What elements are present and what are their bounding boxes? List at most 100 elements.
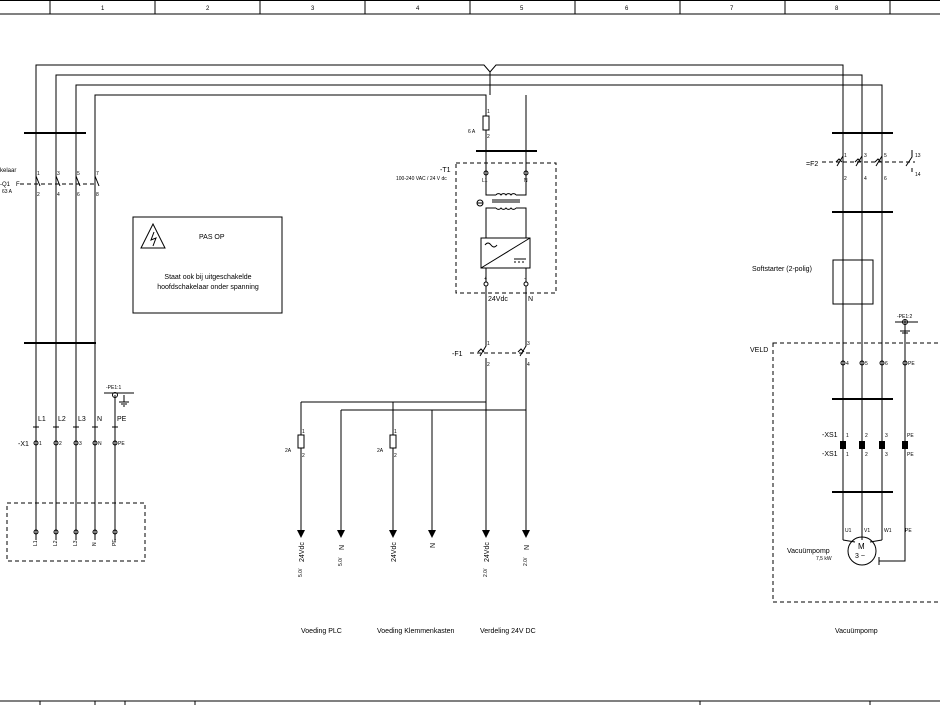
out-fuse-num: 2 bbox=[394, 453, 397, 459]
dc-distribution: 2A 2A 1 2 1 2 24Vdc 5.0/ N 5.0/ 24Vdc N … bbox=[285, 401, 536, 635]
arrow-label: 24Vdc bbox=[299, 542, 306, 562]
warning-line1: Staat ook bij uitgeschakelde bbox=[164, 274, 251, 281]
switch-top-num: 3 bbox=[57, 171, 60, 177]
motor-term: V1 bbox=[864, 528, 870, 534]
q1-tag: -Q1 bbox=[0, 182, 11, 188]
fuse-num: 1 bbox=[487, 109, 490, 115]
f2-bot: 4 bbox=[864, 176, 867, 182]
arrow-ref: 5.0/ bbox=[338, 557, 344, 566]
motor-3: 3 ~ bbox=[855, 553, 865, 560]
x1-tag: -X1 bbox=[18, 441, 29, 448]
arrow-label: N bbox=[524, 545, 531, 550]
veld-term: 4 bbox=[846, 361, 849, 367]
xs1-num: 2 bbox=[865, 452, 868, 458]
q1-rating: 63 A bbox=[2, 189, 13, 195]
x1-term: N bbox=[98, 441, 102, 447]
veld-term: PE bbox=[908, 361, 915, 367]
f1-num: 3 bbox=[527, 341, 530, 347]
column-number: 4 bbox=[416, 6, 420, 12]
f1-tag: -F1 bbox=[452, 351, 463, 358]
phase-label: PE bbox=[117, 416, 127, 423]
column-number: 1 bbox=[101, 6, 105, 12]
f2-bot: 2 bbox=[844, 176, 847, 182]
phase-label: L2 bbox=[58, 416, 66, 423]
switch-bot-num: 4 bbox=[57, 192, 60, 198]
column-ruler: 1 2 3 4 5 6 7 8 bbox=[0, 0, 940, 15]
q1-sub: F bbox=[16, 182, 20, 188]
column-number: 8 bbox=[835, 6, 839, 12]
xs1-num: PE bbox=[907, 433, 914, 439]
xs1-num: 2 bbox=[865, 433, 868, 439]
xs1-num: 3 bbox=[885, 452, 888, 458]
motor-m: M bbox=[858, 542, 865, 551]
xs1-num: 1 bbox=[846, 452, 849, 458]
column-number: 7 bbox=[730, 6, 734, 12]
bottom-term: PE bbox=[112, 539, 118, 546]
arrow-ref: 5.0/ bbox=[298, 568, 304, 577]
pe-tag-right: -PE1:2 bbox=[897, 314, 913, 320]
caption-vacuumpomp: Vacuümpomp bbox=[835, 628, 878, 635]
arrow-ref: 2.0/ bbox=[483, 568, 489, 577]
aux-num: 14 bbox=[915, 172, 921, 178]
f1-num: 4 bbox=[527, 362, 530, 368]
bottom-ruler bbox=[0, 700, 940, 705]
caption-voeding-klemmenkasten: Voeding Klemmenkasten bbox=[377, 628, 455, 635]
warning-title: PAS OP bbox=[199, 234, 225, 241]
power-supply: 1 2 6 A -T1 100-240 VAC / 24 V dc L1 N bbox=[396, 72, 557, 410]
phase-label: L1 bbox=[38, 416, 46, 423]
softstarter-label: Softstarter (2-polig) bbox=[752, 266, 812, 273]
motor-symbol bbox=[847, 536, 877, 566]
arrow-label: N bbox=[430, 543, 437, 548]
psu-out-24: 24Vdc bbox=[488, 296, 508, 303]
veld-term: 5 bbox=[865, 361, 868, 367]
column-number: 3 bbox=[311, 6, 315, 12]
x1-term: 1 bbox=[39, 441, 42, 447]
x1-term: 3 bbox=[79, 441, 82, 447]
out-fuse-num: 1 bbox=[394, 429, 397, 435]
f2-top: 5 bbox=[884, 153, 887, 159]
psu-out: + bbox=[484, 276, 487, 282]
f2-tag: =F2 bbox=[806, 161, 818, 168]
f1-num: 1 bbox=[487, 341, 490, 347]
caption-verdeling: Verdeling 24V DC bbox=[480, 628, 536, 635]
switch-top-num: 1 bbox=[37, 171, 40, 177]
phase-label: L3 bbox=[78, 416, 86, 423]
switch-top-num: 5 bbox=[77, 171, 80, 177]
x1-term: PE bbox=[118, 441, 125, 447]
xs1-tag: -XS1 bbox=[822, 451, 838, 458]
column-number: 2 bbox=[206, 6, 210, 12]
main-bus bbox=[35, 64, 906, 550]
t1-in: L1 bbox=[482, 178, 488, 184]
bottom-term: N bbox=[92, 542, 98, 546]
arrow-label: 24Vdc bbox=[391, 542, 398, 562]
column-number: 5 bbox=[520, 6, 524, 12]
motor-term: PE bbox=[905, 528, 912, 534]
bottom-term: L3 bbox=[73, 540, 79, 546]
psu-out-n: N bbox=[528, 296, 533, 303]
motor-term: W1 bbox=[884, 528, 892, 534]
veld-term: 6 bbox=[885, 361, 888, 367]
motor-name: Vacuümpomp bbox=[787, 548, 830, 555]
psu-out: - bbox=[524, 276, 526, 282]
arrow-ref: 2.0/ bbox=[523, 557, 529, 566]
f1-num: 2 bbox=[487, 362, 490, 368]
f2-bot: 6 bbox=[884, 176, 887, 182]
fuse-rating: 6 A bbox=[468, 129, 476, 135]
supply-terminal-box: L1 L2 L3 N PE bbox=[6, 502, 146, 562]
bottom-term: L1 bbox=[33, 540, 39, 546]
arrow-label: 24Vdc bbox=[484, 542, 491, 562]
switch-bot-num: 6 bbox=[77, 192, 80, 198]
out-fuse-rating: 2A bbox=[285, 448, 292, 454]
xs1-num: 3 bbox=[885, 433, 888, 439]
switch-bot-num: 2 bbox=[37, 192, 40, 198]
motor-circuit: =F2 1 3 5 2 4 6 13 14 Softstarter (2-pol… bbox=[750, 132, 940, 635]
xs1-num: PE bbox=[907, 452, 914, 458]
x1-terminals: L1 L2 L3 N PE -X1 1 2 3 N PE bbox=[18, 416, 127, 448]
x1-term: 2 bbox=[59, 441, 62, 447]
arrow-label: N bbox=[339, 545, 346, 550]
warning-line2: hoofdschakelaar onder spanning bbox=[157, 284, 259, 291]
main-switch-q1: kelaar -Q1 F 63 A 1 3 5 7 2 4 6 8 bbox=[0, 132, 100, 344]
out-fuse-num: 1 bbox=[302, 429, 305, 435]
out-fuse-rating: 2A bbox=[377, 448, 384, 454]
switch-top-num: 7 bbox=[96, 171, 99, 177]
